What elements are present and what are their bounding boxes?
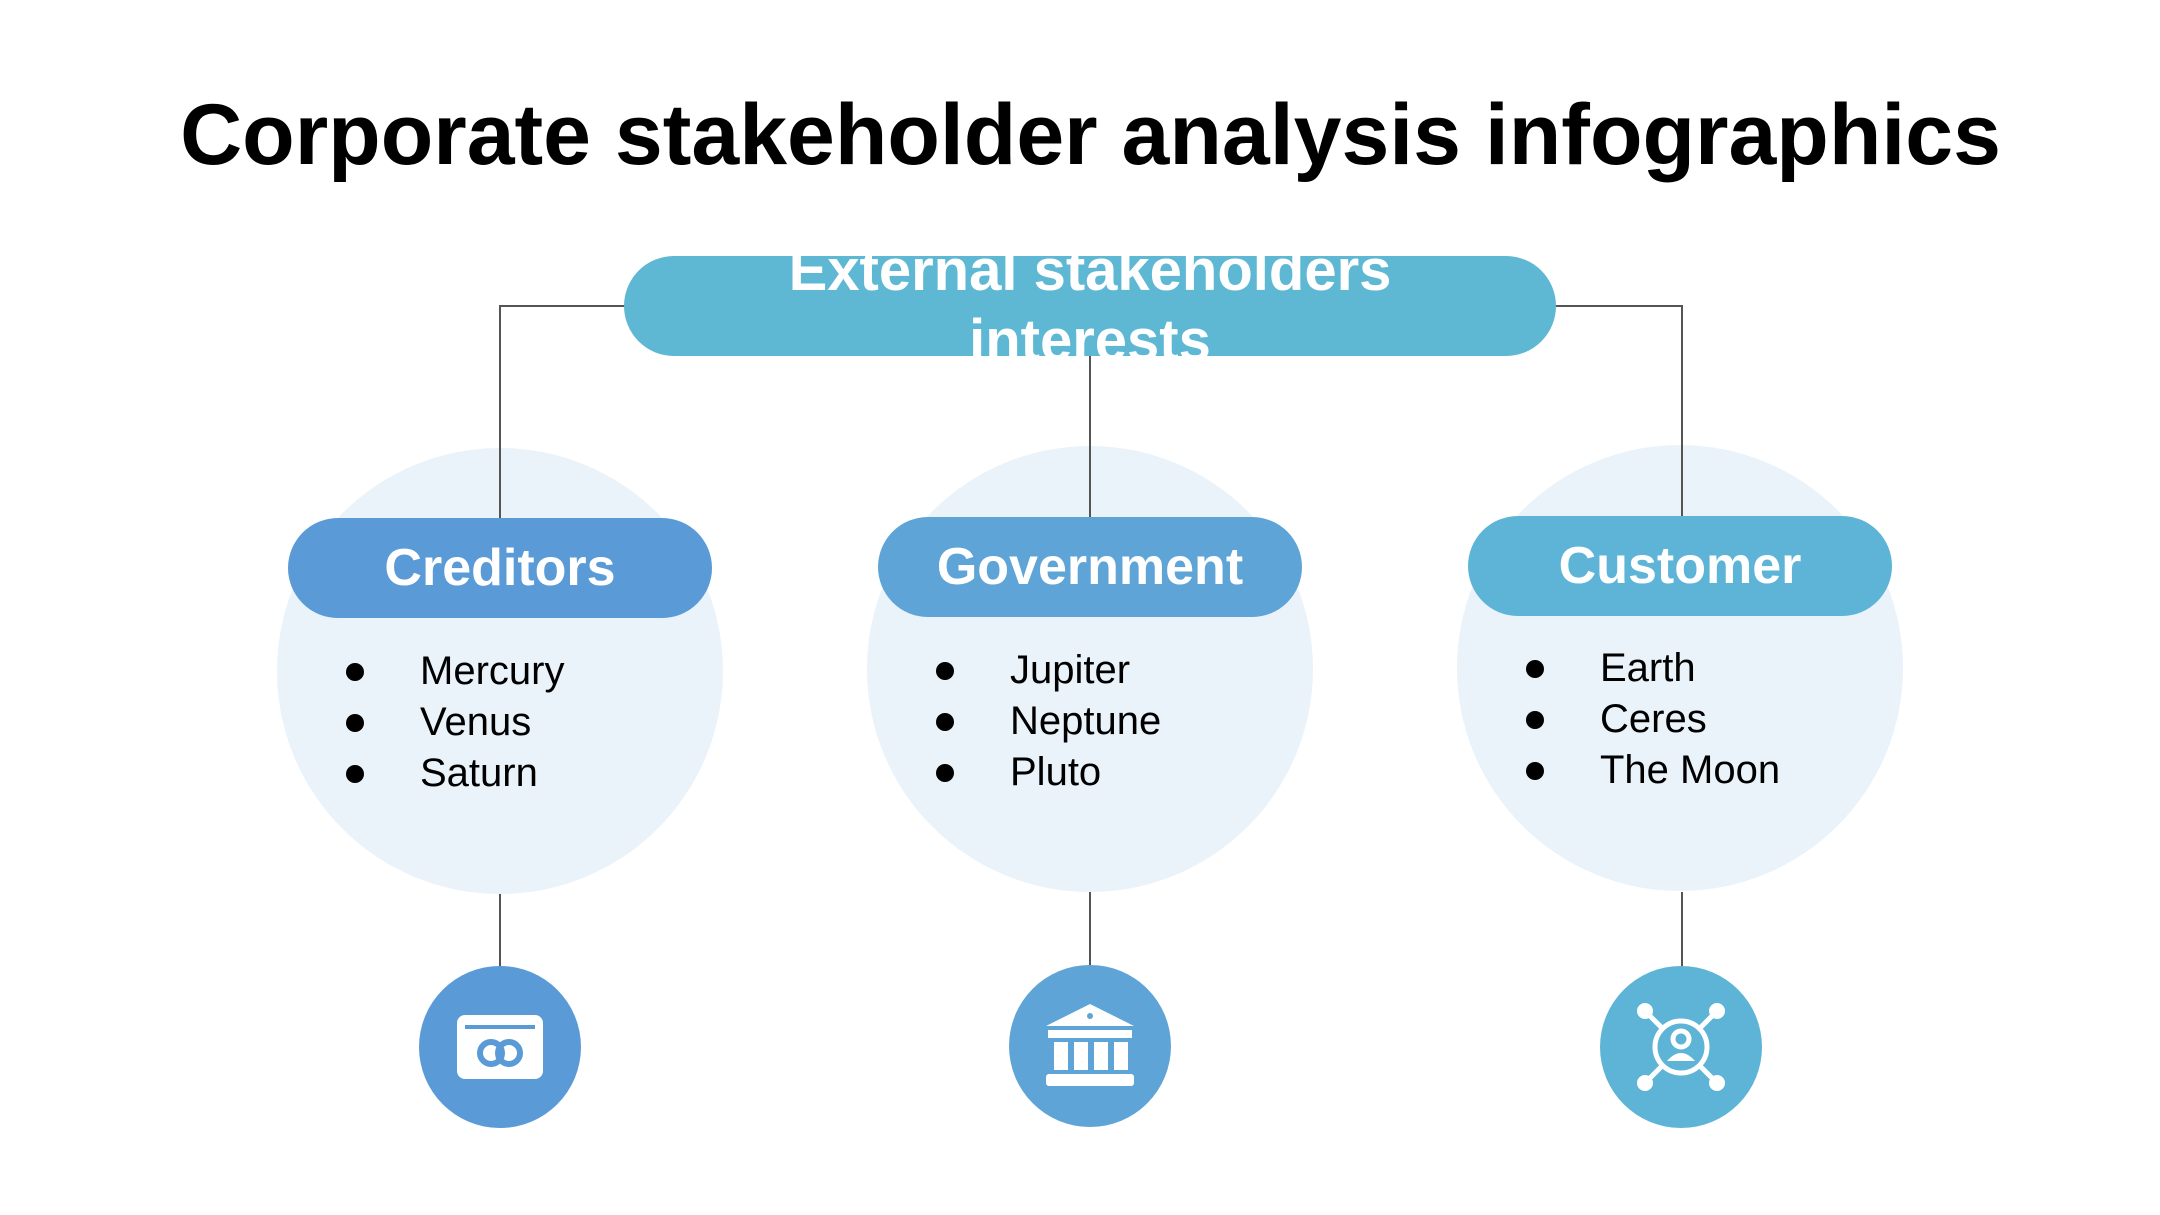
bullet-icon [936,764,954,782]
bullet-icon [346,714,364,732]
list-item: Saturn [346,748,564,799]
list-item: Pluto [936,747,1161,798]
list-item: Jupiter [936,645,1161,696]
government-list: Jupiter Neptune Pluto [936,645,1161,798]
list-item: Neptune [936,696,1161,747]
customer-header: Customer [1468,516,1892,616]
government-header: Government [878,517,1302,617]
government-building-icon [1046,1004,1134,1086]
page-title: Corporate stakeholder analysis infograph… [180,87,2001,183]
customer-icon-badge [1600,966,1762,1128]
external-stakeholders-label: External stakeholders interests [788,256,1392,356]
customer-list: Earth Ceres The Moon [1526,643,1780,796]
list-item: Mercury [346,646,564,697]
bullet-icon [936,662,954,680]
government-icon-badge [1009,965,1171,1127]
creditors-label: Creditors [384,539,616,597]
bullet-icon [1526,711,1544,729]
government-label: Government [936,538,1244,596]
customer-label: Customer [1558,537,1802,595]
bullet-icon [346,765,364,783]
list-item: Venus [346,697,564,748]
customer-network-icon [1637,1003,1725,1091]
creditors-list: Mercury Venus Saturn [346,646,564,799]
credit-card-icon [457,1015,543,1079]
bullet-icon [1526,762,1544,780]
creditors-icon-badge [419,966,581,1128]
external-stakeholders-header: External stakeholders interests [624,256,1556,356]
bullet-icon [1526,660,1544,678]
list-item: Ceres [1526,694,1780,745]
list-item: The Moon [1526,745,1780,796]
bullet-icon [936,713,954,731]
list-item: Earth [1526,643,1780,694]
creditors-header: Creditors [288,518,712,618]
bullet-icon [346,663,364,681]
